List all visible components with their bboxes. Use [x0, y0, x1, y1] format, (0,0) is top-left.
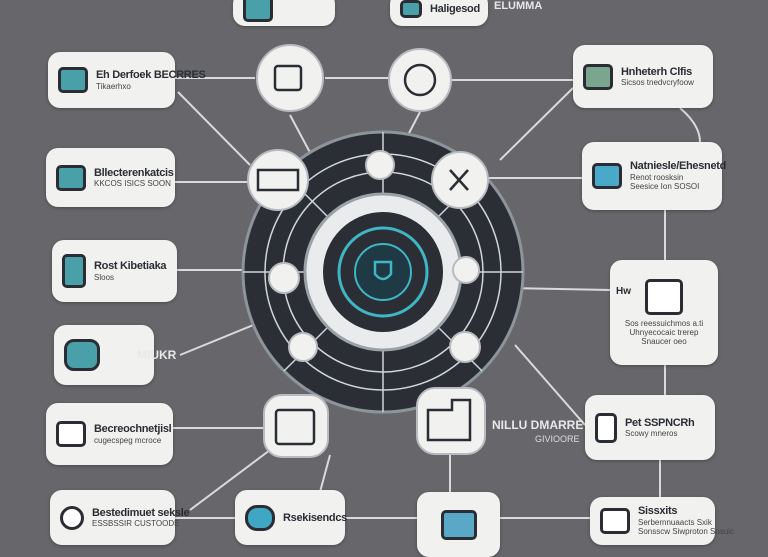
monitor-icon	[400, 0, 422, 18]
bottom-card-device[interactable]	[417, 492, 500, 557]
laptop-icon	[592, 163, 622, 189]
bottom-card-middle[interactable]: Rsekisendcs	[235, 490, 347, 545]
top-label: ELUMMA	[494, 0, 543, 12]
shield-icon	[373, 260, 393, 281]
top-card-a[interactable]	[233, 0, 335, 26]
server-icon	[645, 278, 683, 315]
device-icon	[440, 509, 477, 540]
globe-icon	[60, 505, 84, 530]
folder-icon	[56, 164, 86, 191]
left-card-4-label: MIUKR	[137, 348, 177, 362]
monitor-icon	[583, 63, 613, 90]
document-icon	[595, 412, 617, 443]
top-card-b[interactable]: Haligesod	[390, 0, 488, 26]
cloud-icon	[58, 67, 88, 93]
chip-icon	[64, 339, 100, 371]
node-icons	[256, 63, 472, 446]
monitor-icon	[243, 0, 273, 22]
left-card-4[interactable]	[54, 325, 154, 385]
right-card-3-label: Hw	[616, 286, 631, 297]
cloud-icon	[56, 421, 86, 447]
center-label-title: NILLU DMARRE	[492, 418, 584, 432]
cloud-icon	[245, 504, 275, 531]
tablet-icon	[62, 254, 86, 288]
center-label-sub: GIVIOORE	[535, 434, 580, 444]
screen-icon	[600, 508, 630, 534]
